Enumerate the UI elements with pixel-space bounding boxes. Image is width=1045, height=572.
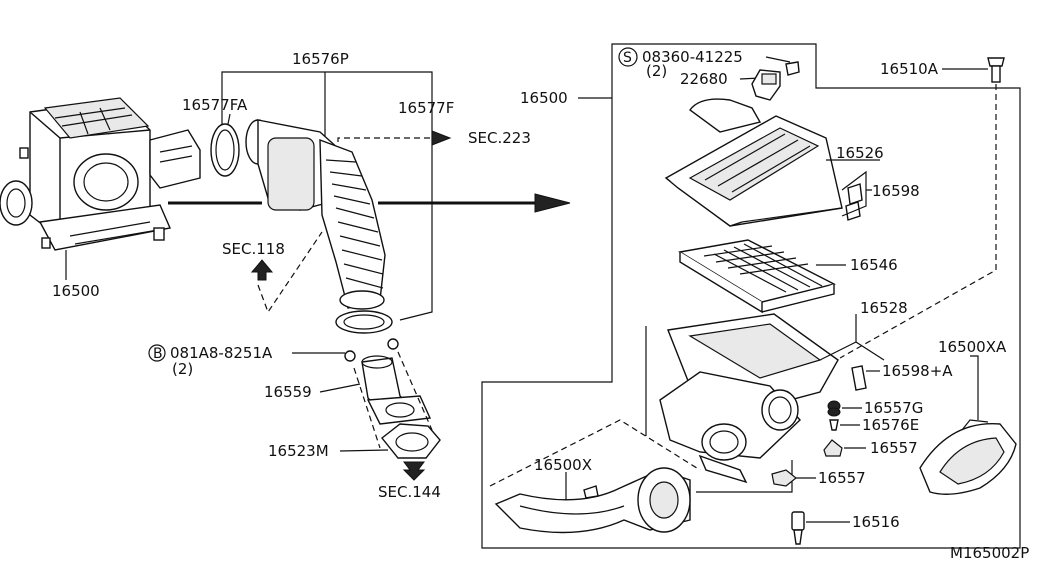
part-number-16510A: 16510A <box>880 60 939 78</box>
arrow-right-icon <box>431 130 452 146</box>
part-number-16528: 16528 <box>860 299 908 317</box>
arrow-right-icon <box>534 193 571 213</box>
part-number-16557-a: 16557 <box>870 439 918 457</box>
part-number-16516: 16516 <box>852 513 900 531</box>
part-number-16500X: 16500X <box>534 456 592 474</box>
part-number-16576P: 16576P <box>292 50 349 68</box>
mass-airflow-sensor-22680 <box>751 69 781 101</box>
part-number-16559: 16559 <box>264 383 312 401</box>
bracket-16576P <box>221 71 433 321</box>
part-number-16598: 16598 <box>872 182 920 200</box>
part-number-16500XA: 16500XA <box>938 338 1007 356</box>
clip-16598 <box>845 183 863 221</box>
quantity-081A8: (2) <box>172 360 193 378</box>
air-cleaner-cover-16526 <box>664 98 843 227</box>
diagram-code: M165002P <box>950 544 1029 562</box>
fastener-16516 <box>791 511 805 545</box>
fitting-16576E <box>829 419 839 431</box>
arrow-down-icon <box>402 461 426 481</box>
air-duct-16500XA <box>919 419 1017 495</box>
lower-case-frame <box>645 326 793 493</box>
part-number-16526: 16526 <box>836 144 884 162</box>
hose-clamp-16577F <box>335 310 393 334</box>
mount-rubber-16557-b <box>771 469 797 487</box>
part-number-16500-left: 16500 <box>52 282 100 300</box>
part-number-16577FA: 16577FA <box>182 96 248 114</box>
grommet-16557G <box>827 400 841 417</box>
bolt-icon <box>344 338 399 362</box>
exploded-view-frame <box>481 43 1021 549</box>
screw-icon <box>785 61 800 76</box>
air-cleaner-assembly-drawing <box>0 97 201 251</box>
air-duct-16500X <box>494 467 691 534</box>
symbol-b-circle: B <box>153 346 163 362</box>
part-number-16557-b: 16557 <box>818 469 866 487</box>
bolt-16510A <box>987 57 1005 83</box>
section-ref-118: SEC.118 <box>222 240 285 258</box>
air-duct-16576P <box>245 119 386 310</box>
part-number-16576E: 16576E <box>862 416 919 434</box>
symbol-s-circle: S <box>623 50 632 66</box>
gasket-16523M <box>381 423 441 459</box>
part-number-16523M: 16523M <box>268 442 329 460</box>
part-number-08360-41225: 08360-41225 <box>642 48 743 66</box>
part-number-081A8-8251A: 081A8-8251A <box>170 344 273 362</box>
mount-rubber-16557-a <box>823 439 843 457</box>
part-number-16500-right: 16500 <box>520 89 568 107</box>
part-number-16557G: 16557G <box>864 399 923 417</box>
part-number-16598A: 16598+A <box>882 362 953 380</box>
hose-clamp-16577FA <box>210 123 240 177</box>
quantity-08360: (2) <box>646 62 667 80</box>
part-number-16546: 16546 <box>850 256 898 274</box>
part-number-16577F: 16577F <box>398 99 454 117</box>
section-ref-223: SEC.223 <box>468 129 531 147</box>
section-ref-144: SEC.144 <box>378 483 441 501</box>
clip-16598A <box>851 365 867 391</box>
air-filter-element-16546 <box>678 239 836 314</box>
duct-adapter-16559 <box>361 355 432 425</box>
part-number-22680: 22680 <box>680 70 728 88</box>
air-cleaner-lower-case-16528 <box>659 313 839 484</box>
arrow-up-icon <box>250 259 274 281</box>
